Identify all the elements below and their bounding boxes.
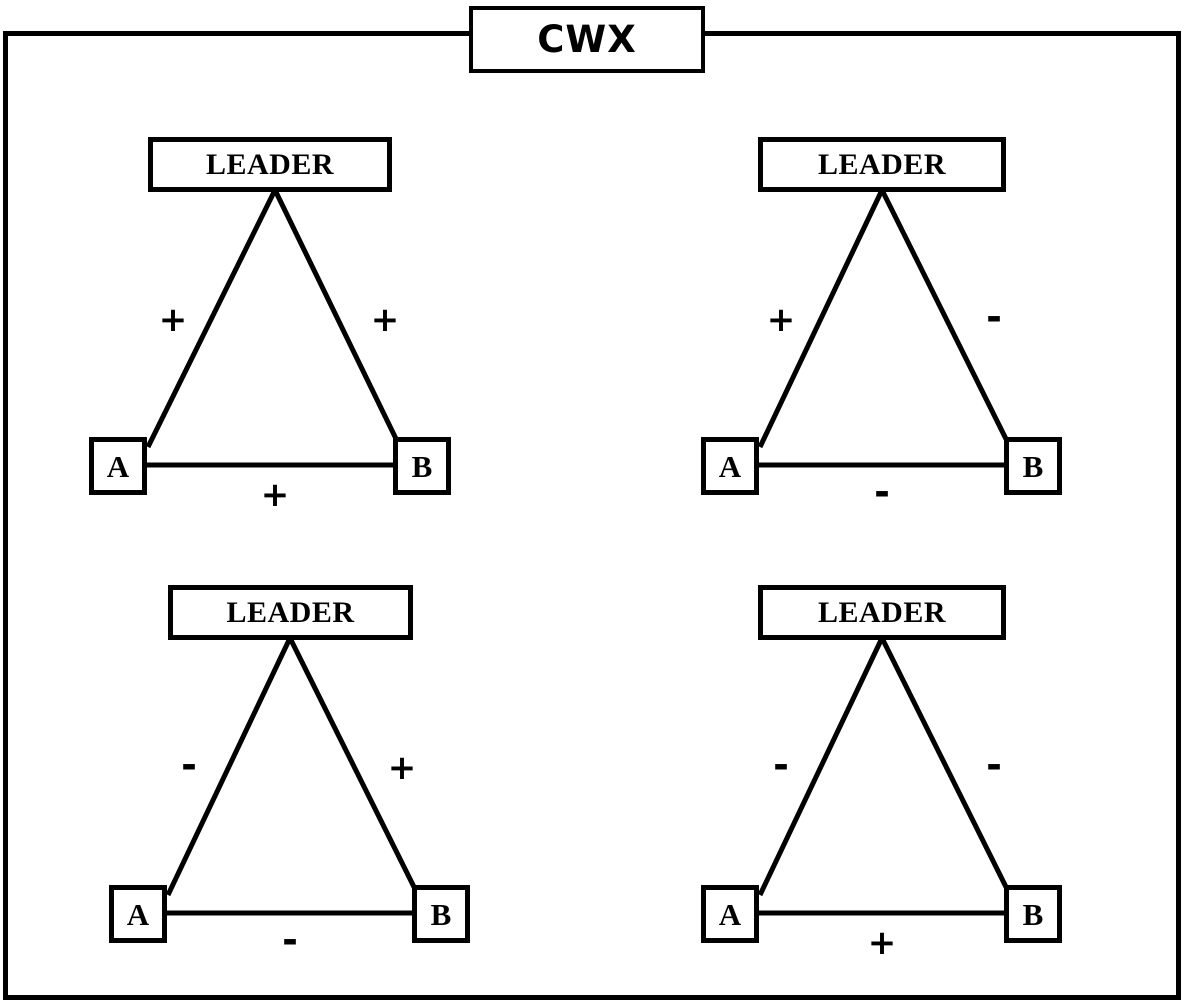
node-b-box: B	[393, 437, 451, 495]
triad-edges-top-left	[145, 188, 403, 468]
node-a-box: A	[109, 885, 167, 943]
leader-label: LEADER	[817, 595, 947, 629]
node-b-label: B	[1022, 448, 1044, 484]
leader-box: LEADER	[758, 585, 1006, 640]
node-b-box: B	[1004, 885, 1062, 943]
edge-leader-a	[757, 188, 885, 449]
triad-panel-top-right: LEADER A B + - -	[684, 135, 1064, 511]
sign-leader-b: -	[986, 743, 1002, 787]
sign-a-b: -	[282, 918, 298, 962]
figure-title-box: CWX	[469, 6, 705, 73]
page-title: CWX	[537, 18, 637, 61]
leader-label: LEADER	[226, 595, 355, 629]
sign-a-b: +	[867, 923, 897, 963]
triad-panel-top-left: LEADER A B + + +	[70, 135, 451, 512]
triad-panel-bottom-right: LEADER A B - - +	[684, 583, 1064, 960]
leader-box: LEADER	[758, 137, 1006, 192]
node-a-label: A	[718, 448, 742, 484]
node-b-label: B	[430, 896, 452, 932]
leader-label: LEADER	[205, 147, 335, 181]
edge-leader-b	[287, 636, 421, 897]
sign-leader-b: -	[986, 295, 1002, 339]
sign-a-b: -	[874, 470, 890, 514]
triad-panel-bottom-left: LEADER A B - + -	[92, 583, 472, 959]
sign-a-b: +	[260, 475, 290, 515]
sign-leader-a: +	[158, 300, 188, 340]
edge-leader-a	[757, 636, 885, 897]
sign-leader-b: +	[370, 300, 400, 340]
triad-edges-bottom-right	[757, 636, 1013, 916]
node-a-label: A	[126, 896, 150, 932]
sign-leader-a: -	[181, 743, 197, 787]
edge-leader-b	[879, 188, 1013, 449]
node-a-box: A	[89, 437, 147, 495]
node-a-label: A	[106, 448, 130, 484]
sign-leader-a: +	[766, 300, 796, 340]
node-a-label: A	[718, 896, 742, 932]
edge-leader-b	[272, 188, 403, 449]
leader-label: LEADER	[817, 147, 947, 181]
node-a-box: A	[701, 885, 759, 943]
node-b-box: B	[412, 885, 470, 943]
node-b-label: B	[1022, 896, 1044, 932]
node-b-label: B	[411, 448, 433, 484]
triad-edges-top-right	[757, 188, 1013, 468]
leader-box: LEADER	[168, 585, 413, 640]
sign-leader-b: +	[387, 748, 417, 788]
node-b-box: B	[1004, 437, 1062, 495]
edge-leader-a	[145, 188, 278, 449]
edge-leader-a	[165, 636, 293, 897]
node-a-box: A	[701, 437, 759, 495]
sign-leader-a: -	[773, 743, 789, 787]
edge-leader-b	[879, 636, 1013, 897]
leader-box: LEADER	[148, 137, 392, 192]
triad-edges-bottom-left	[165, 636, 421, 916]
